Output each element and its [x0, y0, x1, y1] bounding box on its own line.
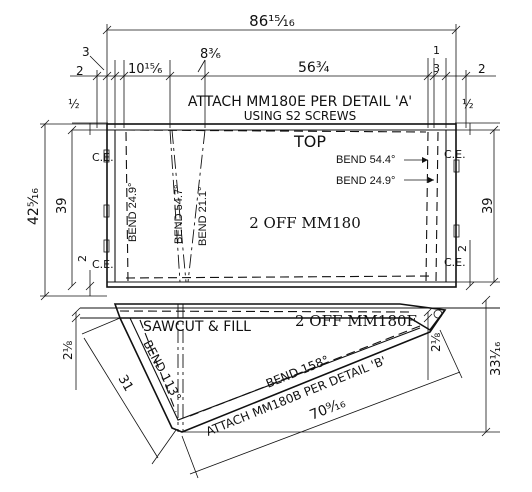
right-height-dims: [456, 125, 500, 291]
dim-3-left: 3: [82, 45, 90, 59]
left-height-dims: [40, 119, 107, 301]
ce-bottom-left: C.E.: [92, 258, 114, 271]
dim-31: 31: [115, 373, 136, 395]
bend-24-9-vertical: BEND 24.9°: [127, 183, 139, 242]
top-label: TOP: [293, 132, 326, 151]
ce-top-right: C.E.: [444, 148, 466, 161]
bend-54-4-label: BEND 54.4°: [336, 154, 395, 166]
dim-39-left: 39: [55, 197, 70, 214]
dim-70-9-16: 70⁹⁄₁₆: [308, 395, 349, 424]
dim-8-3: 8³⁄₆: [200, 47, 221, 62]
dim-half-right: ½: [462, 97, 474, 111]
bend-21-1-vertical: BEND 21.1°: [197, 187, 209, 246]
lower-dims: [71, 295, 500, 479]
screws-note: USING S2 SCREWS: [244, 109, 357, 123]
sawcut-note: SAWCUT & FILL: [143, 319, 251, 335]
ce-top-left: C.E.: [92, 151, 114, 164]
dim-33-1-16: 33¹⁄₁₆: [489, 342, 504, 376]
part-label-mm180f: 2 OFF MM180F: [295, 312, 417, 330]
dim-1-right: 1: [433, 44, 440, 57]
attach-note-a: ATTACH MM180E PER DETAIL 'A': [188, 94, 412, 110]
dim-42-5-16: 42⁵⁄₁₆: [26, 188, 42, 225]
overall-width-dim: 86¹⁵⁄₁₆: [249, 12, 295, 30]
dim-2-1-8-right: 2⅛: [429, 332, 443, 352]
dim-10-15: 10¹⁵⁄₆: [128, 62, 162, 77]
dim-3-right: 3: [433, 62, 440, 75]
dim-56-3-4: 56¾: [298, 60, 330, 76]
dim-2-right-low: 2: [456, 245, 469, 252]
part-label-mm180: 2 OFF MM180: [249, 214, 361, 232]
top-dimensions: 86¹⁵⁄₁₆ 3 2 10¹⁵⁄₆ 8³⁄₆ 56¾ 1 3 2: [70, 12, 496, 128]
dim-2-right: 2: [478, 62, 486, 76]
top-view-panel: [103, 123, 460, 288]
bend-113-label: BEND 113°: [140, 338, 184, 404]
panel-outline: [106, 123, 457, 288]
ce-bottom-right: C.E.: [444, 256, 466, 269]
dim-2-left-low: 2: [76, 255, 89, 262]
dim-2-1-8-left: 2⅛: [61, 340, 75, 360]
bend-54-7-vertical: BEND 54.7°: [173, 185, 185, 244]
dim-2-left: 2: [76, 64, 84, 78]
bend-24-9-label-right: BEND 24.9°: [336, 175, 395, 187]
dim-39-right: 39: [481, 197, 496, 214]
dim-half-left: ½: [68, 97, 80, 111]
